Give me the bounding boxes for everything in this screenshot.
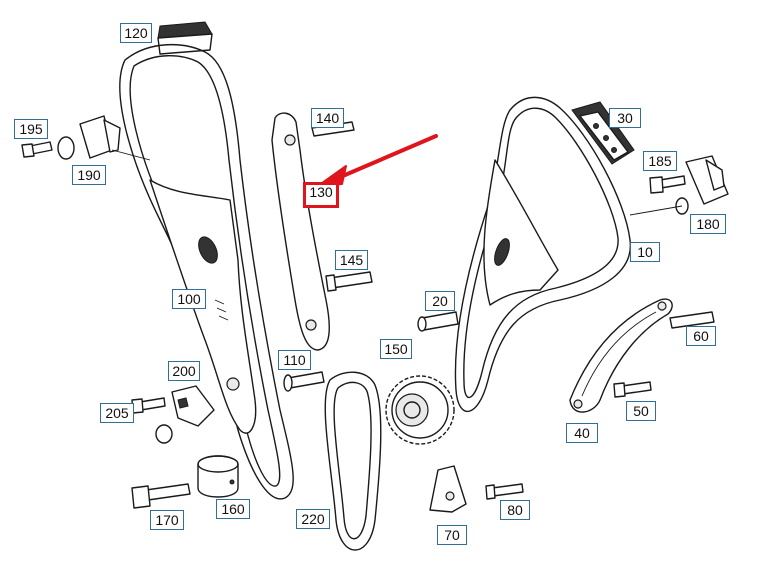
part-label-120: 120 bbox=[120, 23, 152, 43]
part-20-pin bbox=[417, 311, 459, 332]
part-170-bolt bbox=[131, 483, 191, 509]
part-label-220: 220 bbox=[296, 509, 330, 529]
part-label-160: 160 bbox=[216, 499, 250, 519]
part-label-110: 110 bbox=[278, 350, 311, 370]
part-label-190: 190 bbox=[72, 165, 106, 185]
part-label-100: 100 bbox=[172, 289, 206, 309]
part-30-guide bbox=[571, 101, 635, 165]
part-label-150: 150 bbox=[380, 339, 412, 359]
part-label-20: 20 bbox=[425, 291, 455, 311]
part-label-130-highlighted: 130 bbox=[303, 182, 339, 208]
part-80-bolt bbox=[485, 483, 524, 500]
part-label-145: 145 bbox=[335, 250, 368, 270]
part-110-bolt bbox=[283, 371, 325, 392]
part-180-tensioner bbox=[629, 155, 729, 216]
part-label-180: 180 bbox=[690, 214, 726, 234]
part-label-185: 185 bbox=[643, 151, 677, 171]
part-label-80: 80 bbox=[500, 500, 530, 520]
part-200-tensioner bbox=[155, 385, 215, 444]
part-label-60: 60 bbox=[686, 326, 716, 346]
part-145-bolt bbox=[325, 271, 373, 292]
part-40-guide-rail bbox=[569, 298, 673, 413]
part-70-guide bbox=[429, 465, 467, 513]
part-label-195: 195 bbox=[14, 119, 48, 139]
part-label-50: 50 bbox=[626, 401, 656, 421]
part-60-pin bbox=[669, 311, 715, 329]
part-185-bolt bbox=[649, 175, 686, 194]
part-150-sprocket bbox=[385, 375, 455, 445]
part-160-sleeve bbox=[197, 455, 239, 498]
part-195-bolt bbox=[21, 141, 53, 158]
part-10-guide-plate bbox=[483, 159, 559, 306]
part-label-170: 170 bbox=[150, 510, 184, 530]
part-190-tensioner bbox=[57, 115, 151, 161]
part-label-30: 30 bbox=[609, 108, 641, 128]
part-label-200: 200 bbox=[168, 361, 200, 381]
part-label-10: 10 bbox=[630, 242, 660, 262]
part-label-140: 140 bbox=[311, 108, 344, 128]
part-205-bolt bbox=[131, 397, 166, 414]
highlight-arrow bbox=[317, 134, 438, 187]
part-220-chain bbox=[324, 371, 382, 551]
part-130-guide-rail bbox=[271, 112, 330, 351]
part-120-cap bbox=[157, 21, 213, 55]
part-label-40: 40 bbox=[566, 423, 598, 443]
part-label-70: 70 bbox=[437, 525, 467, 545]
part-50-bolt bbox=[613, 381, 652, 398]
part-label-205: 205 bbox=[100, 403, 134, 423]
